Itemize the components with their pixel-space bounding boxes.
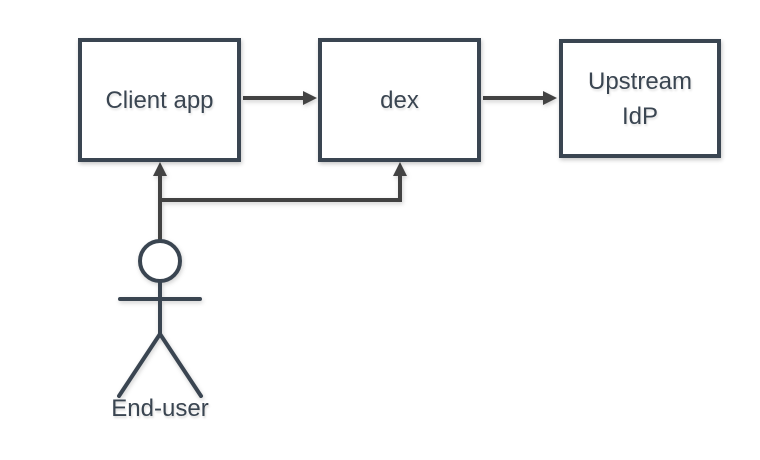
actor-figure [117, 239, 203, 398]
edge-dex-to-upstream-idp [483, 91, 557, 105]
node-client-app-label: Client app [105, 86, 214, 114]
edge-end-user-to-dex [160, 162, 407, 202]
edge-client-app-to-dex [243, 91, 317, 105]
node-client-app: Client app [78, 38, 241, 162]
actor-right-leg [158, 332, 203, 398]
actor-head [138, 239, 182, 283]
actor-left-leg [117, 332, 162, 398]
node-upstream-idp: Upstream IdP [559, 39, 721, 158]
node-upstream-idp-label: Upstream IdP [587, 67, 693, 130]
node-dex: dex [318, 38, 481, 162]
edge-end-user-to-client-app [153, 162, 167, 240]
node-dex-label: dex [380, 86, 419, 114]
actor-label: End-user [111, 395, 209, 422]
